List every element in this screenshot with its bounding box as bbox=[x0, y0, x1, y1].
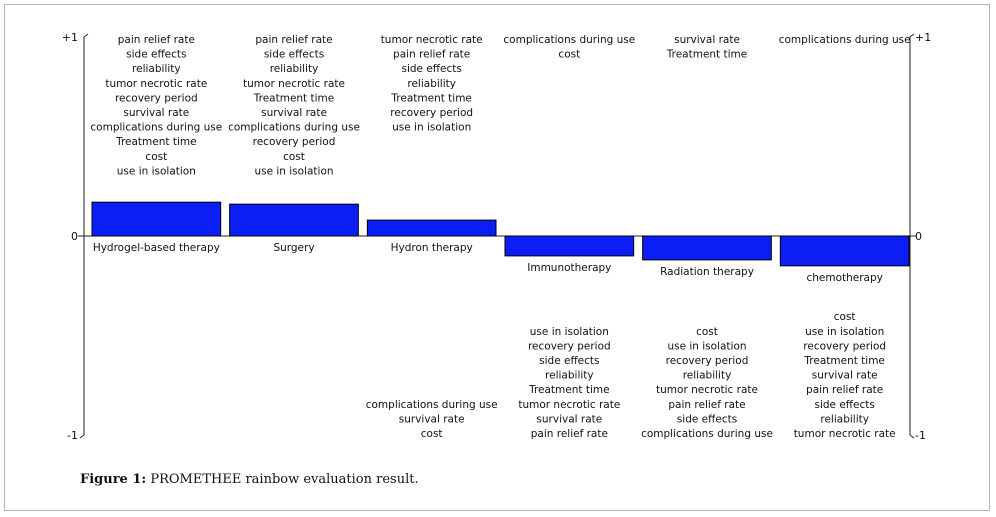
positive-criterion-label: recovery period bbox=[115, 92, 198, 104]
alternative-label: Surgery bbox=[273, 242, 314, 254]
positive-criterion-label: side effects bbox=[264, 49, 324, 61]
positive-criterion-label: recovery period bbox=[390, 107, 473, 119]
chart-bars bbox=[91, 201, 910, 267]
negative-criterion-label: Treatment time bbox=[528, 384, 610, 396]
positive-criterion-label: Treatment time bbox=[253, 92, 335, 104]
negative-criterion-label: survival rate bbox=[399, 413, 465, 425]
positive-criterion-label: tumor necrotic rate bbox=[243, 78, 345, 90]
bar bbox=[366, 219, 497, 237]
negative-criterion-label: cost bbox=[834, 311, 856, 323]
right-axis-top-hook bbox=[909, 33, 915, 38]
negative-criterion-label: pain relief rate bbox=[806, 384, 883, 396]
alternative-label: Immunotherapy bbox=[527, 262, 611, 274]
chart-axes: +1 +1 0 0 -1 -1 bbox=[62, 31, 931, 442]
negative-criterion-label: recovery period bbox=[666, 355, 749, 367]
negative-criterion-label: tumor necrotic rate bbox=[794, 428, 896, 440]
positive-criterion-label: side effects bbox=[126, 49, 186, 61]
positive-criterion-label: Treatment time bbox=[115, 136, 197, 148]
chart-labels: Hydrogel-based therapy pain relief rate si… bbox=[90, 34, 910, 440]
negative-criterion-label: cost bbox=[421, 428, 443, 440]
positive-criterion-label: complications during use bbox=[503, 34, 635, 46]
positive-criterion-label: recovery period bbox=[253, 136, 336, 148]
negative-criterion-label: survival rate bbox=[812, 370, 878, 382]
negative-criterion-label: use in isolation bbox=[667, 340, 746, 352]
negative-criterion-label: recovery period bbox=[528, 340, 611, 352]
positive-criterion-label: complications during use bbox=[90, 122, 222, 134]
y-tick-label-right: -1 bbox=[915, 429, 926, 442]
positive-criterion-label: survival rate bbox=[261, 107, 327, 119]
positive-criterion-label: complications during use bbox=[779, 34, 911, 46]
bar bbox=[779, 235, 910, 267]
bar bbox=[91, 201, 222, 237]
negative-criterion-label: side effects bbox=[677, 413, 737, 425]
bar bbox=[504, 235, 635, 257]
left-axis-top-hook bbox=[83, 33, 89, 38]
alternative-label: Hydron therapy bbox=[391, 242, 473, 254]
bar bbox=[229, 203, 359, 237]
right-axis-bottom-hook bbox=[909, 434, 915, 439]
left-axis-bottom-hook bbox=[79, 434, 85, 439]
positive-criterion-label: reliability bbox=[407, 78, 456, 90]
negative-criterion-label: survival rate bbox=[536, 413, 602, 425]
y-tick-label-left: 0 bbox=[71, 230, 78, 243]
positive-criterion-label: reliability bbox=[270, 63, 319, 75]
positive-criterion-label: survival rate bbox=[123, 107, 189, 119]
positive-criterion-label: pain relief rate bbox=[255, 34, 332, 46]
positive-criterion-label: cost bbox=[283, 151, 305, 163]
positive-criterion-label: use in isolation bbox=[254, 165, 333, 177]
y-tick-label-left: +1 bbox=[62, 31, 78, 44]
positive-criterion-label: Treatment time bbox=[666, 49, 748, 61]
positive-criterion-label: reliability bbox=[132, 63, 181, 75]
positive-criterion-label: use in isolation bbox=[117, 165, 196, 177]
positive-criterion-label: pain relief rate bbox=[393, 49, 470, 61]
negative-criterion-label: side effects bbox=[814, 399, 874, 411]
positive-criterion-label: side effects bbox=[401, 63, 461, 75]
negative-criterion-label: reliability bbox=[820, 413, 869, 425]
positive-criterion-label: tumor necrotic rate bbox=[381, 34, 483, 46]
positive-criterion-label: Treatment time bbox=[390, 92, 472, 104]
positive-criterion-label: tumor necrotic rate bbox=[105, 78, 207, 90]
negative-criterion-label: reliability bbox=[545, 370, 594, 382]
positive-criterion-label: survival rate bbox=[674, 34, 740, 46]
y-tick-label-left: -1 bbox=[67, 429, 78, 442]
caption-label: Figure 1: bbox=[80, 472, 147, 487]
negative-criterion-label: complications during use bbox=[366, 399, 498, 411]
caption-text: PROMETHEE rainbow evaluation result. bbox=[146, 472, 419, 487]
negative-criterion-label: reliability bbox=[683, 370, 732, 382]
alternative-label: Radiation therapy bbox=[660, 266, 754, 278]
negative-criterion-label: tumor necrotic rate bbox=[518, 399, 620, 411]
alternative-label: Hydrogel-based therapy bbox=[93, 242, 220, 254]
negative-criterion-label: side effects bbox=[539, 355, 599, 367]
negative-criterion-label: pain relief rate bbox=[531, 428, 608, 440]
figure-caption: Figure 1: PROMETHEE rainbow evaluation r… bbox=[80, 472, 419, 487]
alternative-label: chemotherapy bbox=[806, 272, 882, 284]
positive-criterion-label: pain relief rate bbox=[118, 34, 195, 46]
positive-criterion-label: cost bbox=[558, 49, 580, 61]
positive-criterion-label: cost bbox=[145, 151, 167, 163]
negative-criterion-label: use in isolation bbox=[805, 326, 884, 338]
figure-frame bbox=[4, 4, 990, 511]
negative-criterion-label: Treatment time bbox=[803, 355, 885, 367]
negative-criterion-label: pain relief rate bbox=[668, 399, 745, 411]
positive-criterion-label: use in isolation bbox=[392, 122, 471, 134]
positive-criterion-label: complications during use bbox=[228, 122, 360, 134]
negative-criterion-label: complications during use bbox=[641, 428, 773, 440]
negative-criterion-label: cost bbox=[696, 326, 718, 338]
negative-criterion-label: tumor necrotic rate bbox=[656, 384, 758, 396]
negative-criterion-label: use in isolation bbox=[530, 326, 609, 338]
negative-criterion-label: recovery period bbox=[803, 340, 886, 352]
bar bbox=[642, 235, 772, 261]
y-tick-label-right: 0 bbox=[915, 230, 922, 243]
y-tick-label-right: +1 bbox=[915, 31, 931, 44]
